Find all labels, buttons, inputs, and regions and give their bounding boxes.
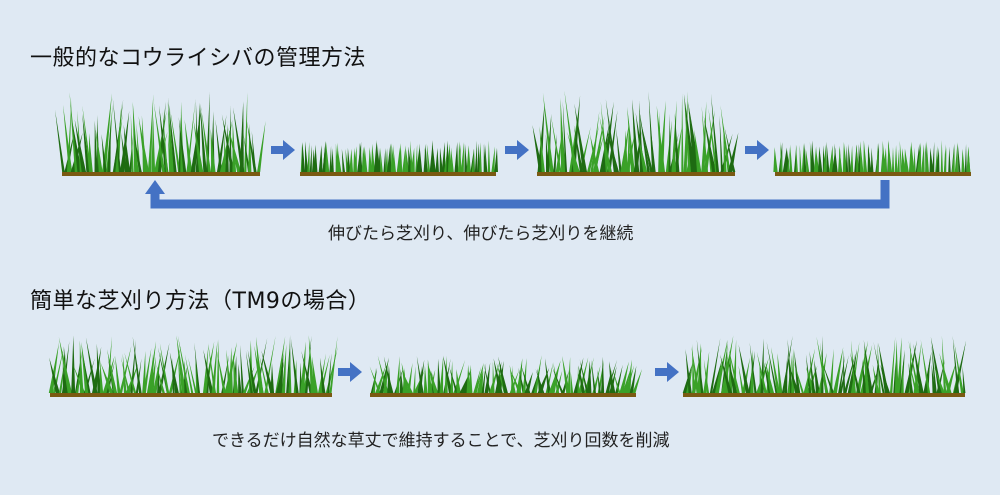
section1-caption: 伸びたら芝刈り、伸びたら芝刈りを継続 [328, 224, 634, 244]
medium-grass-icon [369, 355, 643, 397]
tall-grass-icon [532, 90, 739, 176]
arrow-right-icon [745, 140, 769, 160]
mown-grass-icon [773, 140, 971, 176]
tall-grass-icon [48, 335, 338, 397]
arrow-right-icon [505, 140, 529, 160]
mown-grass-icon [300, 140, 498, 176]
section1-title: 一般的なコウライシバの管理方法 [30, 46, 366, 71]
section2-title: 簡単な芝刈り方法（TM9の場合） [30, 289, 371, 314]
tall-grass-icon [55, 91, 266, 176]
arrow-right-icon [338, 362, 362, 382]
loop-back-arrow-icon [145, 180, 890, 209]
arrow-right-icon [271, 140, 295, 160]
section2-caption: できるだけ自然な草丈で維持することで、芝刈り回数を削減 [212, 431, 670, 451]
tall-grass-icon [682, 335, 967, 397]
arrow-right-icon [655, 362, 679, 382]
